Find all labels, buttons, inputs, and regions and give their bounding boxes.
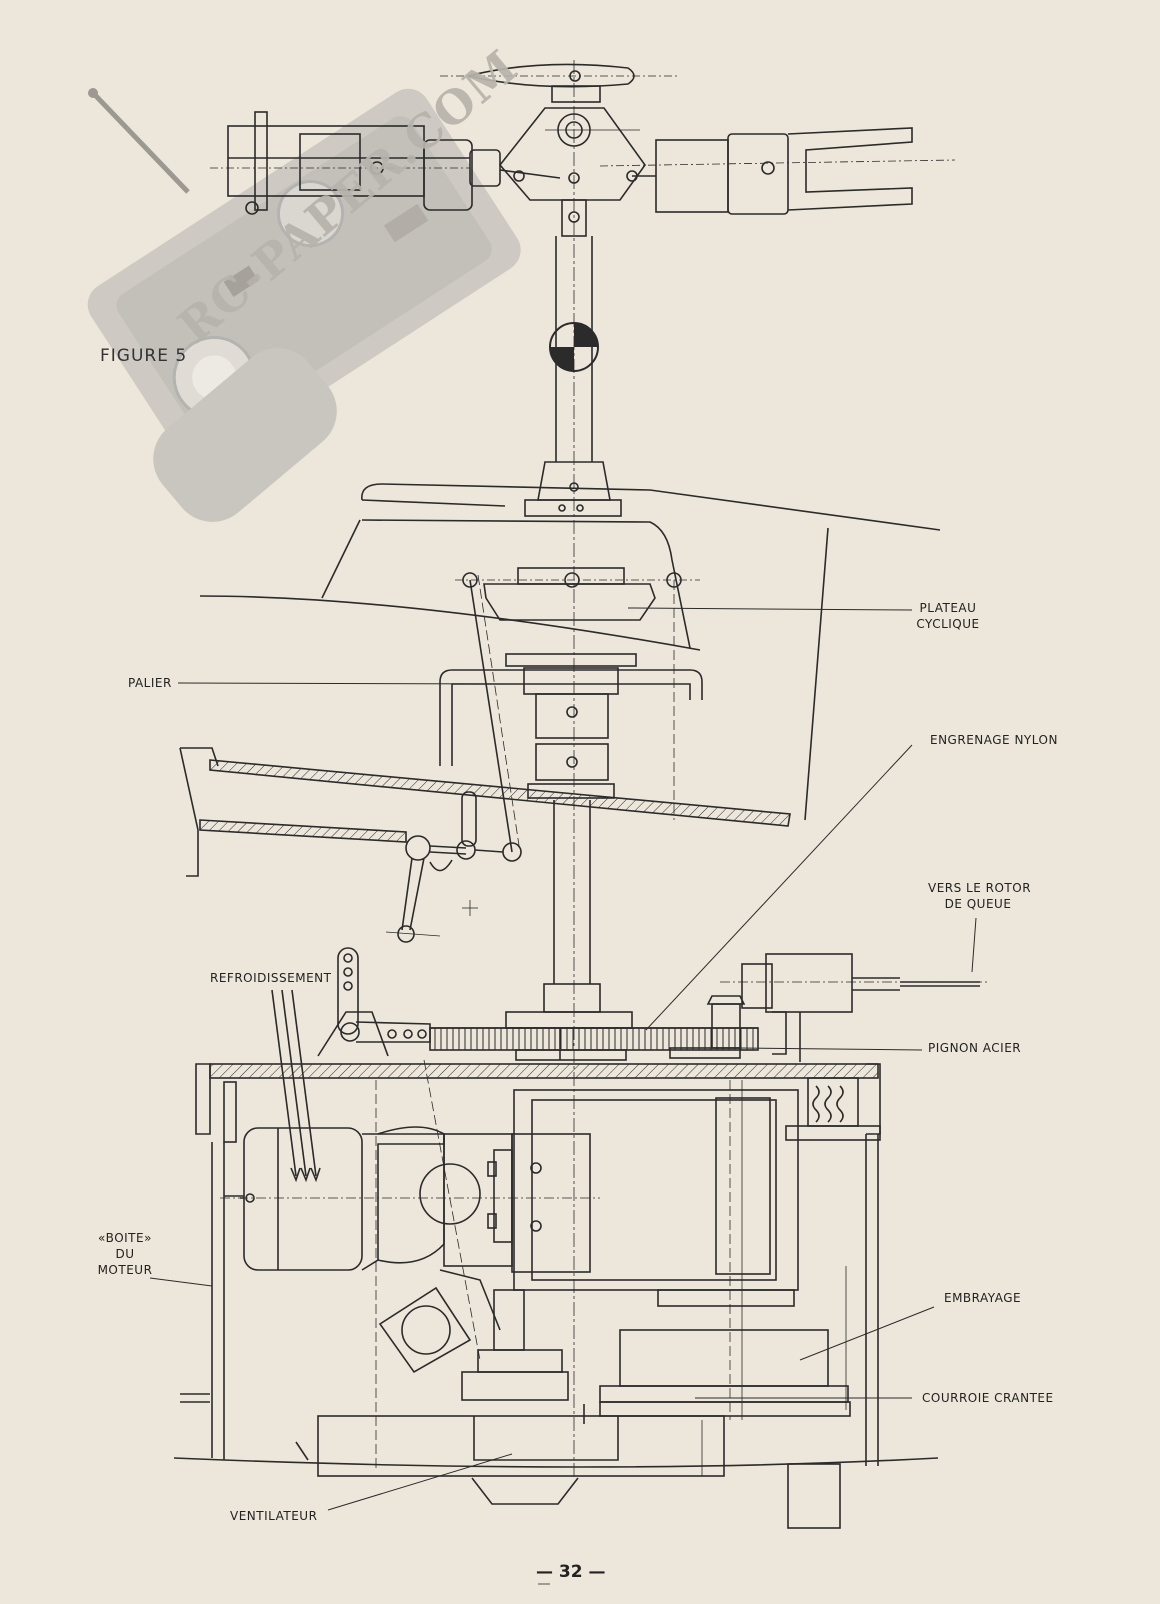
watermark-transmitter-image <box>87 88 521 522</box>
label-engrenage-nylon: ENGRENAGE NYLON <box>930 733 1058 747</box>
label-vers-le-rotor: VERS LE ROTOR DE QUEUE <box>928 880 1032 912</box>
label-boite-du-moteur: «BOITE» DU MOTEUR <box>90 1230 160 1278</box>
label-courroie-crantee: COURROIE CRANTEE <box>922 1391 1054 1405</box>
label-plateau-line1: PLATEAU <box>919 601 977 615</box>
label-vers-rotor-line2: DE QUEUE <box>944 897 1012 911</box>
label-embrayage: EMBRAYAGE <box>944 1291 1022 1305</box>
label-boite-line1: «BOITE» <box>98 1231 152 1245</box>
label-boite-line3: MOTEUR <box>97 1263 153 1277</box>
mechanism-lines <box>149 60 990 1585</box>
page-number: — 32 — <box>536 1562 606 1582</box>
label-plateau-line2: CYCLIQUE <box>916 617 980 631</box>
label-vers-rotor-line1: VERS LE ROTOR <box>928 881 1032 895</box>
label-refroidissement: REFROIDISSEMENT <box>210 971 332 985</box>
label-pignon-acier: PIGNON ACIER <box>928 1041 1022 1055</box>
figure-caption: FIGURE 5 <box>100 346 188 366</box>
label-plateau-cyclique: PLATEAU CYCLIQUE <box>912 600 984 632</box>
label-palier: PALIER <box>128 676 172 690</box>
label-ventilateur: VENTILATEUR <box>230 1509 318 1523</box>
label-boite-line2: DU <box>115 1247 135 1261</box>
